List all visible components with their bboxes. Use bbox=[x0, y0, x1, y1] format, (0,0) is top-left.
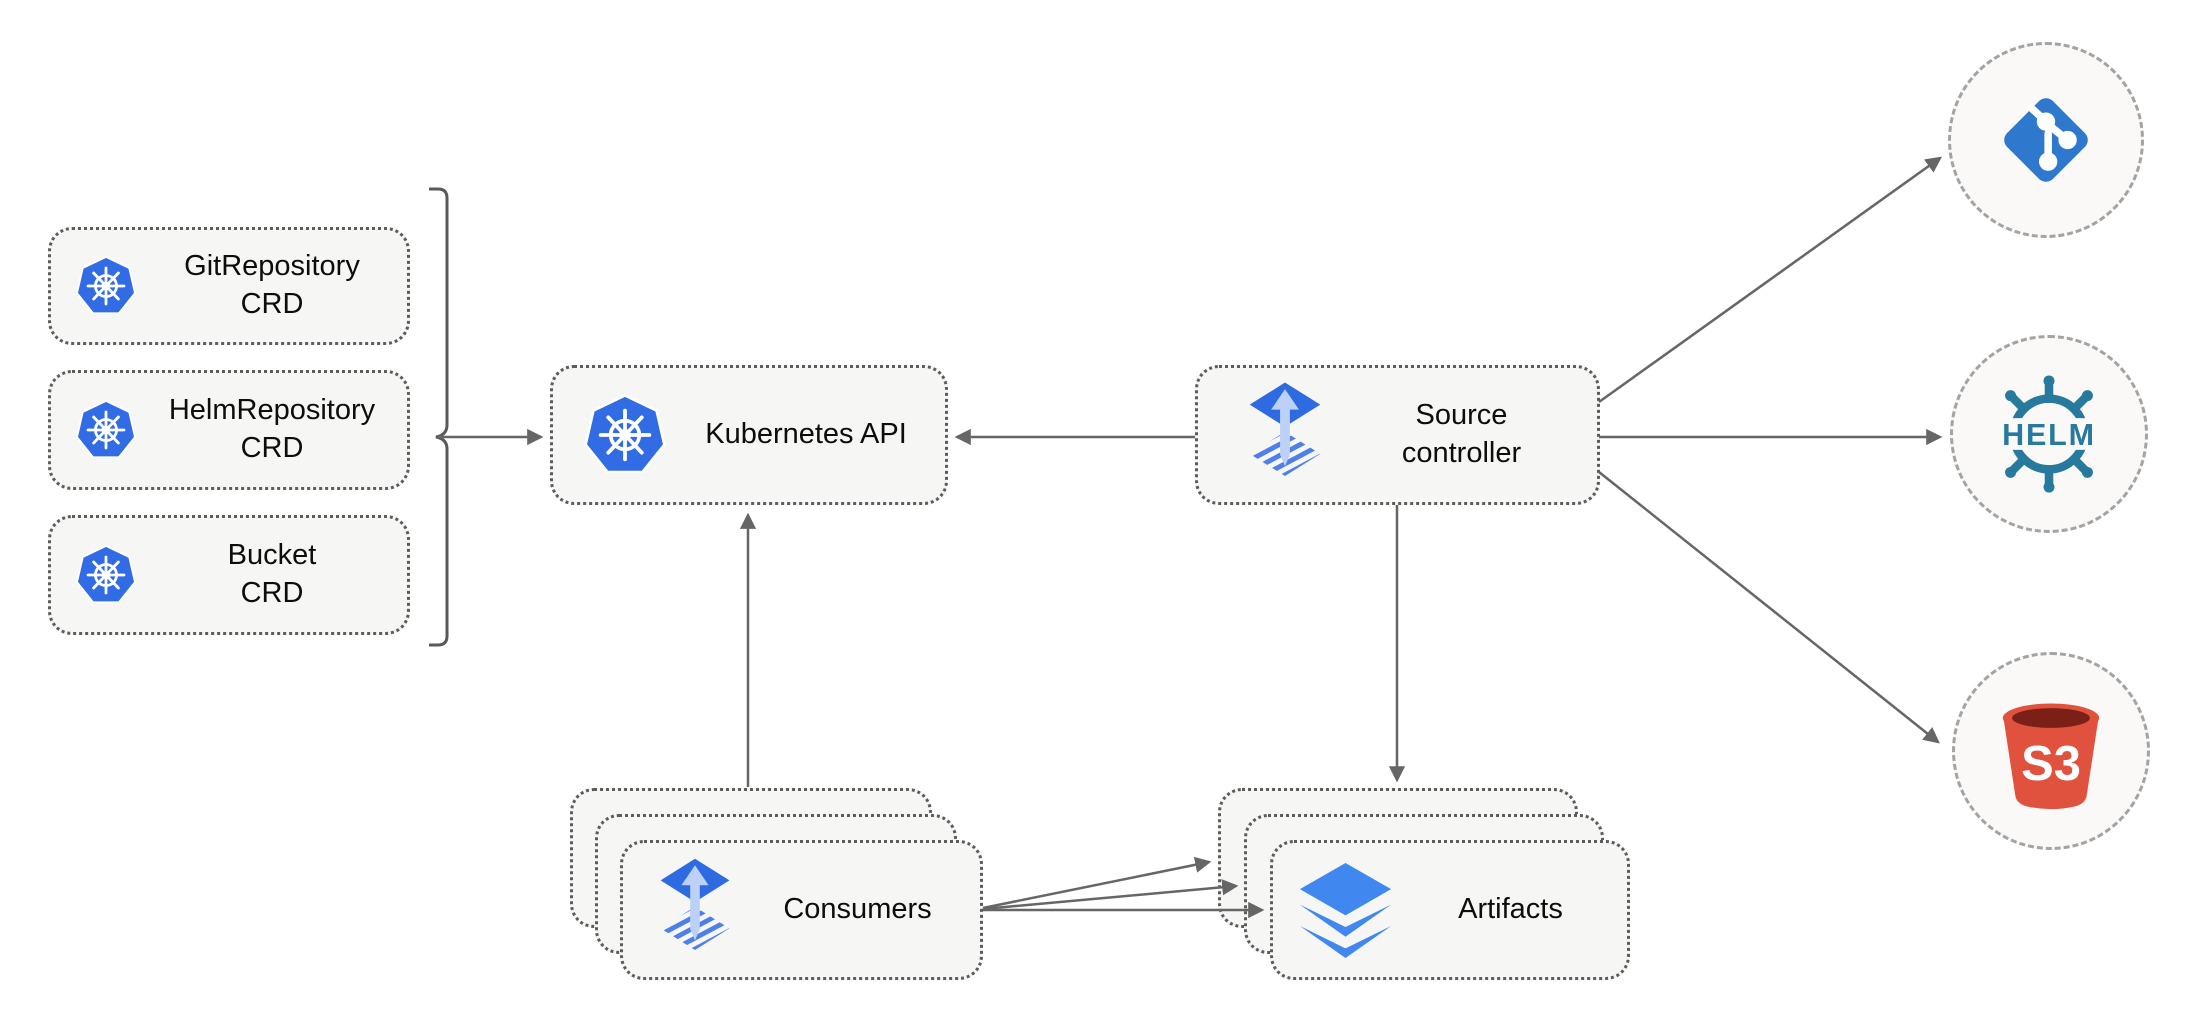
kubernetes-logo-icon bbox=[75, 399, 137, 459]
bucket-crd-node: Bucket CRD bbox=[48, 515, 410, 635]
gitrepository-crd-node: GitRepository CRD bbox=[48, 227, 410, 345]
consumers-label: Consumers bbox=[783, 893, 932, 926]
kubernetes-api-node: Kubernetes API bbox=[550, 365, 948, 505]
helmrepository-crd-node: HelmRepository CRD bbox=[48, 370, 410, 490]
bucket-crd-label: Bucket CRD bbox=[137, 537, 407, 612]
flux-logo-icon bbox=[660, 858, 730, 950]
kubernetes-logo-icon bbox=[75, 255, 137, 315]
kubernetes-logo-icon bbox=[583, 393, 667, 474]
node-title: Bucket bbox=[227, 539, 317, 572]
source-controller-label: Source controller bbox=[1326, 397, 1597, 472]
gitrepository-crd-label: GitRepository CRD bbox=[137, 248, 407, 323]
node-subtitle: CRD bbox=[240, 432, 304, 464]
layers-icon bbox=[1299, 862, 1392, 958]
artifacts-label: Artifacts bbox=[1458, 893, 1563, 926]
s3-source-circle: S3 bbox=[1952, 652, 2150, 850]
node-title: HelmRepository bbox=[168, 394, 376, 427]
crd-group-bracket bbox=[429, 187, 449, 647]
node-title: Source bbox=[1415, 399, 1508, 432]
consumers-node: Consumers bbox=[620, 840, 983, 980]
git-source-circle bbox=[1948, 42, 2144, 238]
artifacts-node: Artifacts bbox=[1270, 840, 1630, 980]
git-logo-icon bbox=[2004, 98, 2088, 182]
kubernetes-logo-icon bbox=[75, 544, 137, 604]
s3-logo-text: S3 bbox=[2021, 737, 2081, 791]
node-subtitle: controller bbox=[1401, 437, 1522, 469]
helm-logo-text: HELM bbox=[2002, 418, 2096, 452]
helm-logo-icon: HELM bbox=[2000, 375, 2098, 493]
s3-bucket-icon: S3 bbox=[2002, 703, 2100, 810]
node-subtitle: CRD bbox=[240, 288, 304, 320]
node-subtitle: CRD bbox=[240, 577, 304, 609]
flux-logo-icon bbox=[1249, 382, 1321, 476]
connector-source-controller-to-s3 bbox=[1598, 471, 1940, 744]
helm-source-circle: HELM bbox=[1950, 335, 2148, 533]
source-controller-node: Source controller bbox=[1195, 365, 1600, 505]
node-title: GitRepository bbox=[184, 250, 360, 283]
helmrepository-crd-label: HelmRepository CRD bbox=[137, 392, 407, 467]
kubernetes-api-label: Kubernetes API bbox=[705, 418, 907, 451]
connector-consumers-to-artifacts-2 bbox=[982, 879, 1239, 911]
connector-consumers-to-artifacts-1 bbox=[982, 856, 1212, 910]
connector-source-controller-to-git bbox=[1598, 156, 1942, 404]
